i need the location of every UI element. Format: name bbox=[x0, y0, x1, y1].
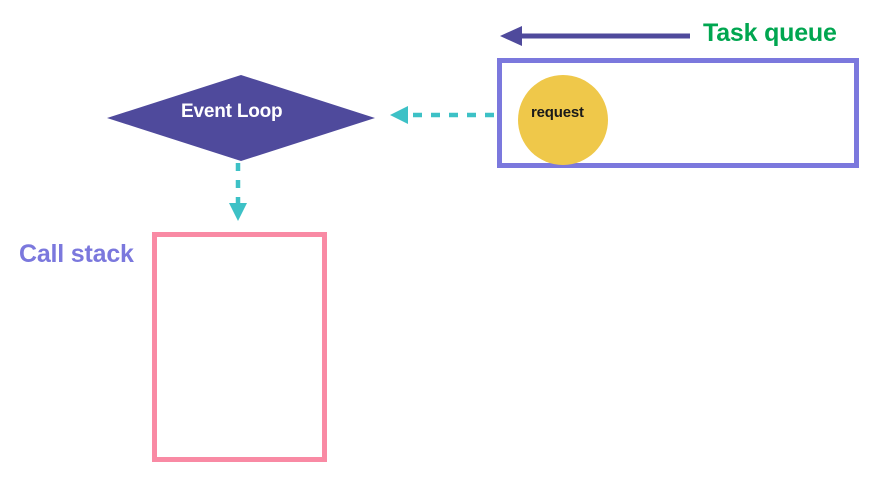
call-stack-label: Call stack bbox=[19, 240, 134, 268]
task-queue-arrow-head bbox=[500, 26, 522, 46]
event-loop-diamond bbox=[107, 75, 375, 161]
event-loop-node-label: Event Loop bbox=[181, 101, 283, 122]
event-loop-to-call-stack-arrow-head bbox=[229, 203, 247, 221]
queue-to-event-loop-arrow bbox=[390, 106, 494, 124]
queue-to-event-loop-arrow-head bbox=[390, 106, 408, 124]
request-node-label: request bbox=[531, 104, 584, 121]
task-queue-arrow bbox=[500, 26, 690, 46]
task-queue-label: Task queue bbox=[703, 19, 837, 47]
event-loop-to-call-stack-arrow bbox=[229, 163, 247, 221]
request-circle bbox=[518, 75, 608, 165]
call-stack-box bbox=[152, 232, 327, 462]
